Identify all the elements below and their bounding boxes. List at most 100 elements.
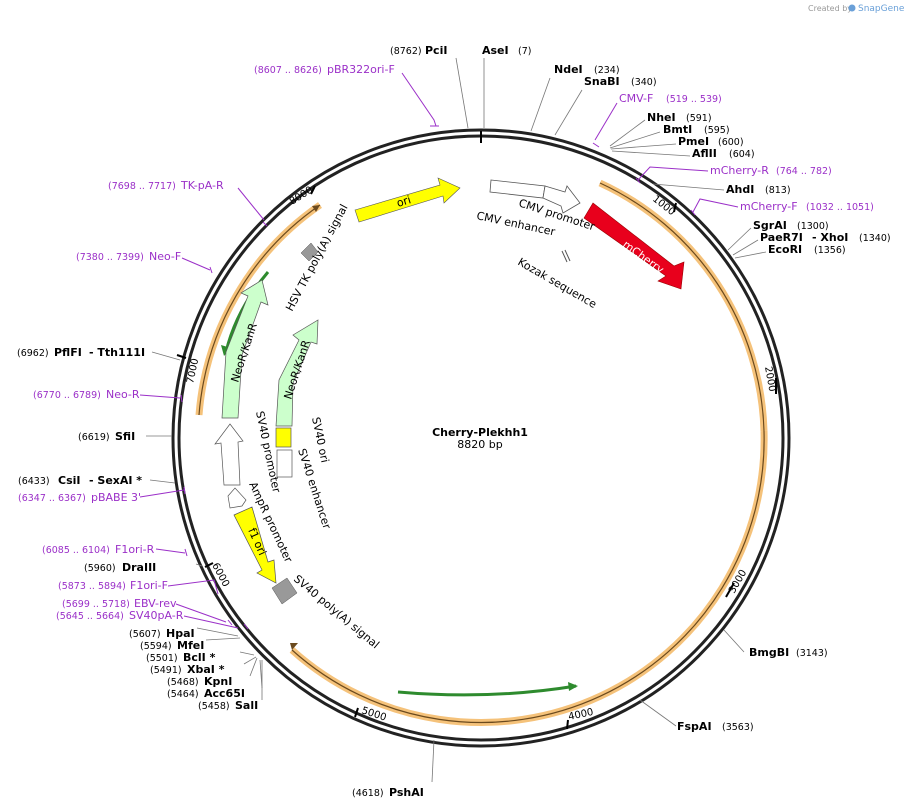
site-pos: (5464) <box>167 689 199 700</box>
site-pos: (595) <box>704 125 730 136</box>
plasmid-name: Cherry-Plekhh1 <box>432 426 528 439</box>
site-bmgbi: BmgBI <box>749 646 789 659</box>
orf-arrowhead <box>568 682 578 691</box>
primer-f1ori-f: F1ori-F <box>130 579 168 592</box>
tick-mark <box>204 562 214 568</box>
neor-inner-feature[interactable] <box>275 319 319 427</box>
primer-mcherry-f: mCherry-F <box>740 200 798 213</box>
orf-line <box>198 204 321 416</box>
neor-outer-feature[interactable] <box>221 279 269 419</box>
site-sgrai: SgrAI <box>753 219 787 232</box>
orf-band <box>289 430 768 726</box>
orf-band <box>598 179 768 432</box>
tick-7000: 7000 <box>185 357 201 384</box>
site-pflfi: PflFI <box>54 346 82 359</box>
site-pos: (1356) <box>814 245 846 256</box>
site-pos: (813) <box>765 185 791 196</box>
site-pos: (234) <box>594 65 620 76</box>
primer-range: (8607 .. 8626) <box>254 65 322 76</box>
site-draiii: DraIII <box>122 561 156 574</box>
tick-mark <box>176 354 187 359</box>
primer-leaders <box>139 72 739 630</box>
site-kpni: KpnI <box>204 675 232 688</box>
sv40-ori-feature[interactable] <box>275 427 292 448</box>
cmv-promoter-feature[interactable] <box>542 185 581 214</box>
plasmid-size: 8820 bp <box>457 438 502 451</box>
primer-neo-r: Neo-R <box>106 388 140 401</box>
site-nhei: NheI <box>647 111 676 124</box>
site-pos: (3563) <box>722 722 754 733</box>
credit-prefix: Created by <box>808 4 852 13</box>
site-asei: AseI <box>482 44 509 57</box>
site-pos: (5501) <box>146 653 178 664</box>
site-leaders <box>146 57 767 783</box>
primer-pbr322ori-f: pBR322ori-F <box>327 63 395 76</box>
primer-sv40pa-r: SV40pA-R <box>129 609 184 622</box>
ori-feature[interactable] <box>354 177 461 223</box>
tick-mark <box>566 719 569 730</box>
site-bcli: BclI * <box>183 651 216 664</box>
site-pos: (5491) <box>150 665 182 676</box>
primer-range: (5645 .. 5664) <box>56 611 124 622</box>
kozak-mark <box>561 250 568 263</box>
primer-cmv-f: CMV-F <box>619 92 653 105</box>
primer-range: (5699 .. 5718) <box>62 599 130 610</box>
site-csii: CsiI <box>58 474 80 487</box>
orf-line <box>599 182 765 432</box>
tick-4000: 4000 <box>567 707 594 723</box>
orf-band <box>195 202 322 416</box>
site-pmei: PmeI <box>678 135 709 148</box>
site-pos: (5607) <box>129 629 161 640</box>
primer-f1ori-r: F1ori-R <box>115 543 155 556</box>
sv40-promoter-feature[interactable] <box>214 423 244 486</box>
site-pos: (6433) <box>18 476 50 487</box>
primer-range: (519 .. 539) <box>666 94 722 105</box>
hsv-tk-feature[interactable] <box>300 242 319 262</box>
primer-ebv-rev: EBV-rev <box>134 597 177 610</box>
site-ahdi: AhdI <box>726 183 754 196</box>
orf-green <box>224 271 270 353</box>
site-acc65i: Acc65I <box>204 687 245 700</box>
site-pos: (5594) <box>140 641 172 652</box>
site-fspai: FspAI <box>677 720 712 733</box>
primer-range: (7380 .. 7399) <box>76 252 144 263</box>
site-pcii: PciI <box>425 44 447 57</box>
sv40-polya-label: SV40 poly(A) signal <box>291 572 382 651</box>
tick-mark <box>673 202 677 213</box>
hsv-tk-label: HSV TK poly(A) signal <box>283 202 350 313</box>
ampr-promoter-feature[interactable] <box>227 487 247 509</box>
site-xbai: XbaI * <box>187 663 225 676</box>
site-pos: (1340) <box>859 233 891 244</box>
primer-range: (5873 .. 5894) <box>58 581 126 592</box>
site-pos: (591) <box>686 113 712 124</box>
primer-tk-pa-r: TK-pA-R <box>180 179 224 192</box>
kozak-mark <box>564 249 571 262</box>
site-hpai: HpaI <box>166 627 195 640</box>
primer-mcherry-r: mCherry-R <box>710 164 769 177</box>
tick-mark <box>725 582 735 598</box>
site-sfii: SfiI <box>115 430 135 443</box>
site-sexai: - SexAI * <box>89 474 142 487</box>
site-pos: (6962) <box>17 348 49 359</box>
site-pos: (340) <box>631 77 657 88</box>
cmv-enhancer-feature[interactable] <box>489 179 546 199</box>
backbone-outer <box>171 128 791 748</box>
site-tth111i: - Tth111I <box>89 346 145 359</box>
mcherry-feature[interactable] <box>583 202 685 290</box>
tick-mark <box>354 707 359 718</box>
primer-range: (6347 .. 6367) <box>18 493 86 504</box>
site-xhoi: - XhoI <box>812 231 848 244</box>
kozak-label: Kozak sequence <box>516 255 600 311</box>
orf-line <box>291 430 765 724</box>
site-sali: SalI <box>235 699 258 712</box>
site-pos: (604) <box>729 149 755 160</box>
site-snabi: SnaBI <box>584 75 620 88</box>
sv40-polya-feature[interactable] <box>271 577 298 605</box>
sv40-enhancer-feature[interactable] <box>276 449 293 478</box>
site-ecori: EcoRI <box>768 243 802 256</box>
site-pshai: PshAI <box>389 786 424 799</box>
primer-range: (1032 .. 1051) <box>806 202 874 213</box>
primer-range: (7698 .. 7717) <box>108 181 176 192</box>
f1-ori-feature[interactable] <box>233 506 277 584</box>
